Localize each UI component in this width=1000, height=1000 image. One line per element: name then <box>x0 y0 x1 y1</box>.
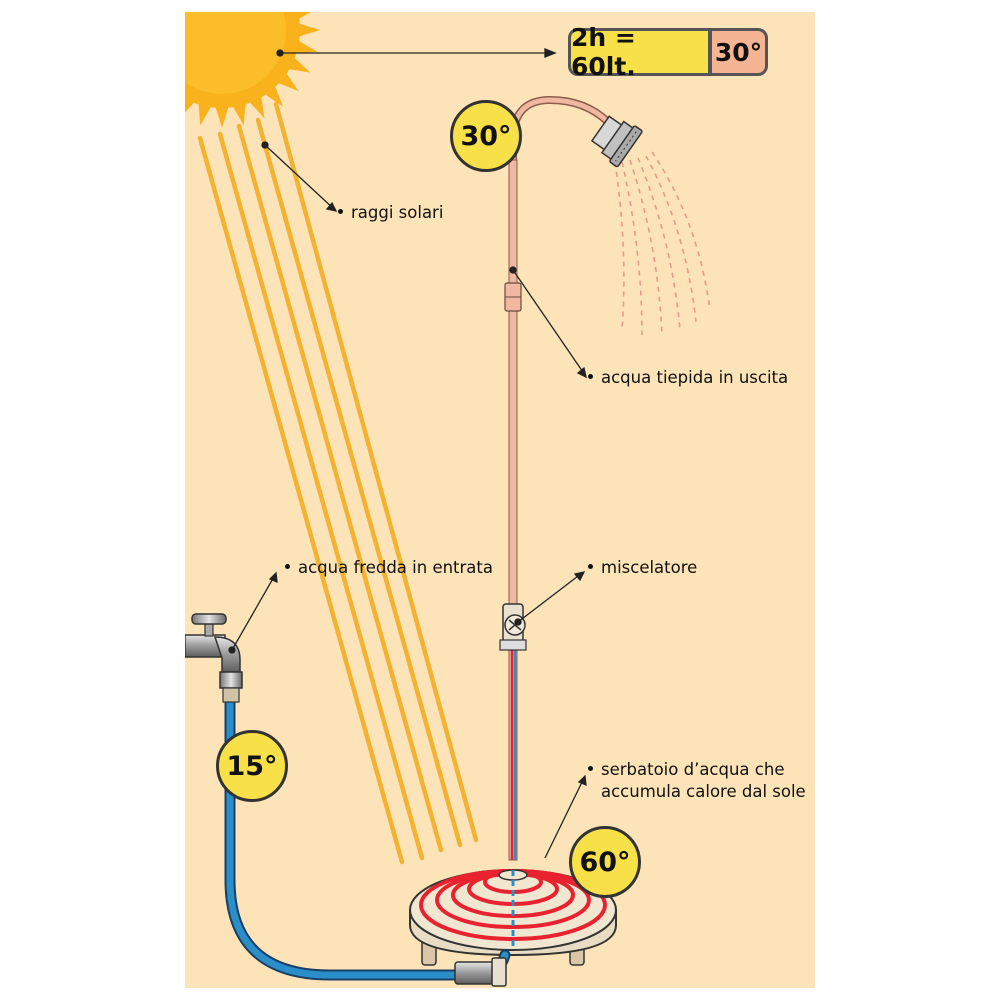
tank-temp-badge: 60° <box>569 826 641 898</box>
sun-spike <box>248 95 265 119</box>
sun-spike <box>134 57 157 73</box>
leader-mixer <box>514 571 586 626</box>
leader-warm <box>509 266 587 379</box>
flow-temp-badge: 30° <box>709 28 768 76</box>
leader-tank <box>544 774 587 859</box>
label-tank: serbatoio d’acqua che <box>588 760 784 780</box>
label-warm-out: acqua tiepida in uscita <box>588 368 788 388</box>
sun-spike <box>126 6 149 19</box>
label-tank-line2: accumula calore dal sole <box>601 782 806 801</box>
sun-spike <box>145 72 167 91</box>
sun-spike <box>295 12 311 20</box>
mixed-water-pipe <box>508 609 518 861</box>
mixer-valve-icon <box>499 603 527 651</box>
leader-sun <box>276 48 557 58</box>
sun-spike <box>287 56 311 73</box>
sun-spike <box>124 23 146 37</box>
sun-rays-icon <box>197 101 479 865</box>
sun-spike <box>134 0 157 3</box>
illustration-panel <box>185 12 815 988</box>
label-sun-rays: raggi solari <box>338 203 443 223</box>
sun-spike <box>198 102 212 126</box>
tap-icon <box>185 613 243 703</box>
cold-water-hose <box>224 694 511 987</box>
leader-rays <box>261 141 338 212</box>
solar-tank-icon <box>409 869 617 966</box>
leader-cold <box>228 571 278 654</box>
sun-spike <box>276 71 299 92</box>
sun-spike <box>297 23 320 37</box>
sun-spike <box>161 85 180 107</box>
sun-spike <box>287 0 310 3</box>
sun-spike <box>126 40 149 53</box>
sun-spike <box>215 105 229 128</box>
label-cold-in: acqua fredda in entrata <box>285 558 493 578</box>
sun-spike <box>294 40 318 54</box>
inlet-temp-badge: 15° <box>216 730 288 802</box>
flow-rate-badge: 2h = 60lt. <box>568 23 711 81</box>
sun-spike <box>185 96 196 113</box>
warm-water-pipe <box>504 95 612 611</box>
outlet-temp-badge: 30° <box>450 100 522 172</box>
sun-spike <box>263 84 284 107</box>
sun-icon <box>124 0 320 128</box>
label-mixer: miscelatore <box>588 558 697 578</box>
water-spray-icon <box>614 151 711 336</box>
leader-lines <box>228 48 587 859</box>
shower-head-icon <box>590 115 643 168</box>
sun-spike <box>232 102 246 126</box>
